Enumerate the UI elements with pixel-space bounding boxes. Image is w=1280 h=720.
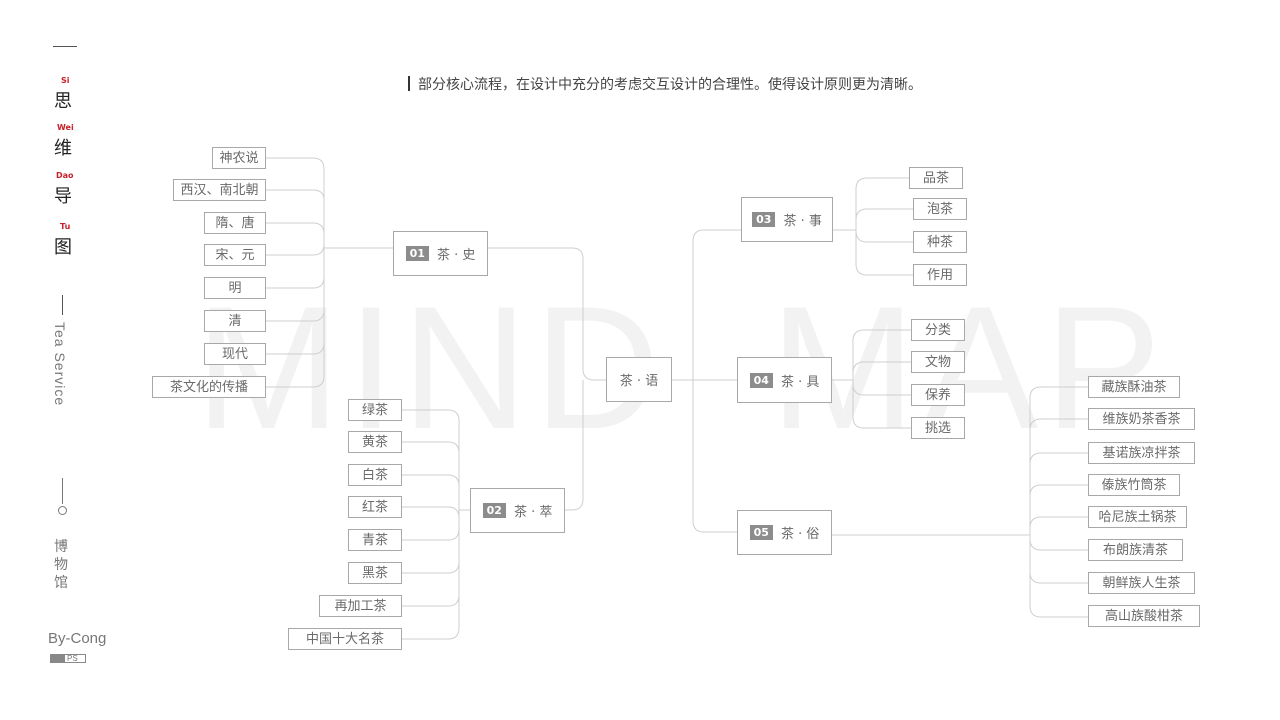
ps-tag-fill	[51, 655, 65, 662]
branch-label: 茶 · 具	[780, 374, 820, 390]
watermark-map: MAP	[770, 271, 1168, 466]
leaf-node[interactable]: 黑茶	[348, 562, 402, 584]
pinyin-tu: Tu	[60, 222, 71, 231]
sidebar-vertical-en: Tea Service	[52, 322, 68, 407]
ps-tag: PS	[50, 654, 86, 663]
leaf-node[interactable]: 基诺族凉拌茶	[1088, 442, 1195, 464]
leaf-node[interactable]: 品茶	[909, 167, 963, 189]
branch-label: 茶 · 萃	[513, 505, 553, 520]
branch-node-custom[interactable]: 05 茶 · 俗	[737, 510, 832, 555]
author-label: By-Cong	[48, 630, 107, 647]
sidebar-mid-rule	[62, 295, 63, 315]
branch-number: 01	[405, 246, 429, 261]
leaf-node[interactable]: 保养	[911, 384, 965, 406]
leaf-node[interactable]: 傣族竹筒茶	[1088, 474, 1180, 496]
leaf-node[interactable]: 朝鲜族人生茶	[1088, 572, 1195, 594]
leaf-node[interactable]: 挑选	[911, 417, 965, 439]
center-node[interactable]: 茶 · 语	[606, 357, 672, 402]
leaf-node[interactable]: 白茶	[348, 464, 402, 486]
branch-number: 03	[752, 212, 776, 227]
leaf-node[interactable]: 青茶	[348, 529, 402, 551]
leaf-node[interactable]: 红茶	[348, 496, 402, 518]
pinyin-wei: Wei	[57, 123, 74, 132]
branch-node-extract[interactable]: 02 茶 · 萃	[470, 488, 565, 533]
leaf-node[interactable]: 茶文化的传播	[152, 376, 266, 398]
header-text: 部分核心流程，在设计中充分的考虑交互设计的合理性。使得设计原则更为清晰。	[418, 77, 922, 93]
leaf-node[interactable]: 泡茶	[913, 198, 967, 220]
leaf-node[interactable]: 神农说	[212, 147, 266, 169]
branch-label: 茶 · 史	[436, 248, 476, 263]
pinyin-dao: Dao	[56, 171, 74, 180]
glyph-si: 思	[54, 91, 72, 112]
branch-node-ware[interactable]: 04 茶 · 具	[737, 357, 832, 403]
leaf-node[interactable]: 分类	[911, 319, 965, 341]
branch-node-affairs[interactable]: 03 茶 · 事	[741, 197, 833, 242]
sidebar-lower-rule	[62, 478, 63, 504]
header-caption: 部分核心流程，在设计中充分的考虑交互设计的合理性。使得设计原则更为清晰。	[408, 75, 922, 95]
glyph-wei: 维	[54, 138, 72, 159]
leaf-node[interactable]: 作用	[913, 264, 967, 286]
branch-node-history[interactable]: 01 茶 · 史	[393, 231, 488, 276]
leaf-node[interactable]: 再加工茶	[319, 595, 402, 617]
glyph-tu: 图	[54, 237, 72, 258]
leaf-node[interactable]: 中国十大名茶	[288, 628, 402, 650]
glyph-dao: 导	[54, 186, 72, 207]
leaf-node[interactable]: 哈尼族土锅茶	[1088, 506, 1187, 528]
leaf-node[interactable]: 现代	[204, 343, 266, 365]
leaf-node[interactable]: 高山族酸柑茶	[1088, 605, 1200, 627]
ps-tag-text: PS	[67, 654, 78, 663]
leaf-node[interactable]: 宋、元	[204, 244, 266, 266]
leaf-node[interactable]: 维族奶茶香茶	[1088, 408, 1195, 430]
leaf-node[interactable]: 明	[204, 277, 266, 299]
sidebar-top-rule	[53, 46, 77, 47]
leaf-node[interactable]: 黄茶	[348, 431, 402, 453]
branch-number: 05	[749, 525, 773, 540]
leaf-node[interactable]: 种茶	[913, 231, 967, 253]
leaf-node[interactable]: 藏族酥油茶	[1088, 376, 1180, 398]
leaf-node[interactable]: 布朗族清茶	[1088, 539, 1183, 561]
branch-label: 茶 · 事	[783, 214, 822, 229]
branch-label: 茶 · 俗	[780, 527, 820, 542]
leaf-node[interactable]: 清	[204, 310, 266, 332]
sidebar-vertical-cn: 博物馆	[54, 539, 68, 591]
center-node-label: 茶 · 语	[619, 374, 659, 389]
leaf-node[interactable]: 文物	[911, 351, 965, 373]
leaf-node[interactable]: 隋、唐	[204, 212, 266, 234]
header-bar	[408, 76, 410, 91]
pinyin-si: Si	[61, 76, 70, 85]
sidebar-circle-icon	[58, 506, 67, 515]
leaf-node[interactable]: 西汉、南北朝	[173, 179, 266, 201]
branch-number: 02	[482, 503, 506, 518]
branch-number: 04	[749, 372, 773, 388]
leaf-node[interactable]: 绿茶	[348, 399, 402, 421]
